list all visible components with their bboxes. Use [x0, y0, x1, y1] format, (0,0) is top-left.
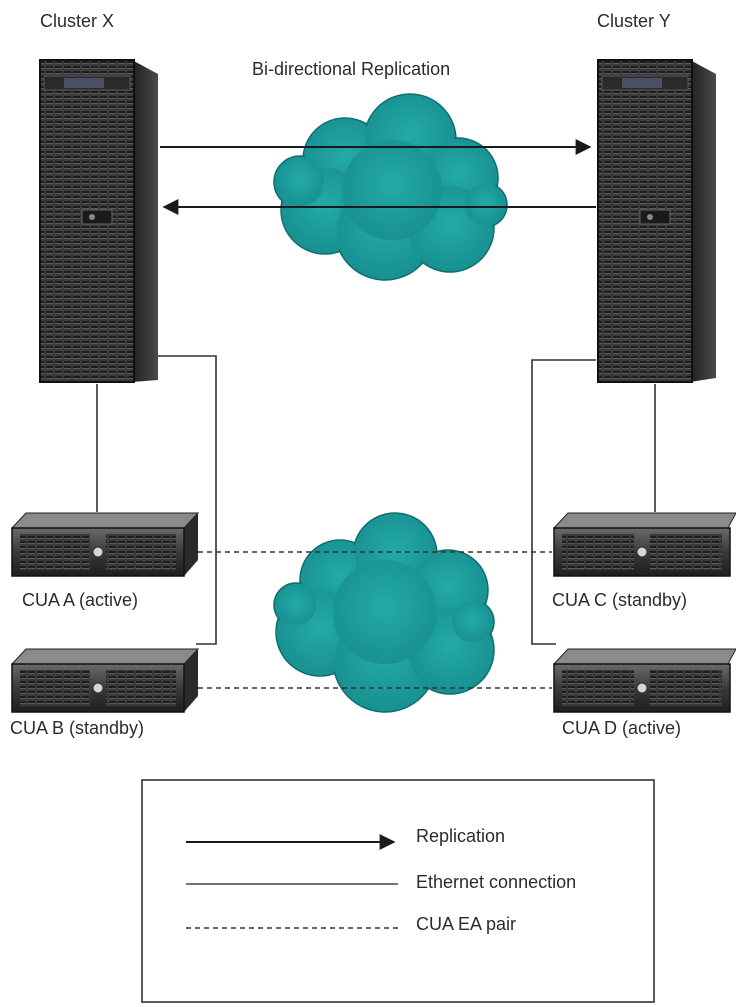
cua-b-label: CUA B (standby)	[10, 718, 144, 738]
cluster-x-label: Cluster X	[40, 11, 114, 31]
cua-c-label: CUA C (standby)	[552, 590, 687, 610]
legend-replication-label: Replication	[416, 826, 505, 846]
ethernet-connections	[96, 355, 656, 645]
cua-d-label: CUA D (active)	[562, 718, 681, 738]
cua-d-server	[552, 648, 736, 713]
legend: Replication Ethernet connection CUA EA p…	[141, 779, 655, 1003]
cluster-x-server	[39, 59, 158, 383]
cua-c-server	[552, 512, 736, 577]
ea-pair-cloud-fill	[276, 515, 492, 710]
cluster-y-server	[597, 59, 716, 383]
cua-a-server	[10, 512, 200, 577]
cluster-y-label: Cluster Y	[597, 11, 671, 31]
cua-b-server	[10, 648, 200, 713]
cua-a-label: CUA A (active)	[22, 590, 138, 610]
legend-ea-pair-label: CUA EA pair	[416, 914, 516, 934]
legend-ethernet-label: Ethernet connection	[416, 872, 576, 892]
replication-title: Bi-directional Replication	[252, 59, 450, 79]
legend-box	[141, 779, 655, 1003]
